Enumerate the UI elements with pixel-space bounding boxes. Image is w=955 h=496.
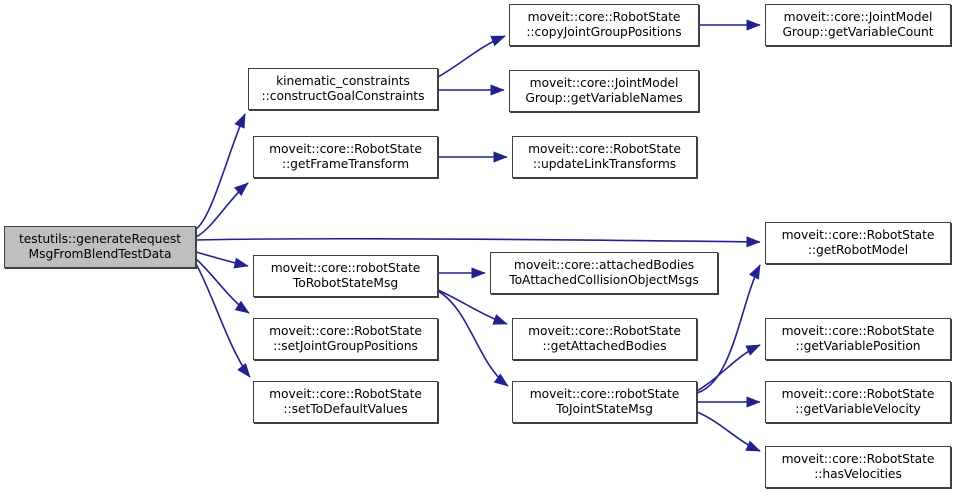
node-label-robotStateToRobotStateMsg: moveit::core::robotState ToRobotStateMsg xyxy=(270,261,421,290)
node-attachedBodiesToAttachedCollisionObjectMsgs[interactable]: moveit::core::attachedBodies ToAttachedC… xyxy=(490,252,718,294)
edge-root-to-setJointGroupPositions xyxy=(195,258,250,314)
edge-root-to-getRobotModel xyxy=(195,236,761,248)
node-label-getVariableCount: moveit::core::JointModel Group::getVaria… xyxy=(782,10,934,39)
edge-group xyxy=(195,19,761,452)
node-getVariablePosition[interactable]: moveit::core::RobotState ::getVariablePo… xyxy=(765,318,951,360)
node-constructGoalConstraints[interactable]: kinematic_constraints ::constructGoalCon… xyxy=(248,68,438,110)
node-label-setJointGroupPositions: moveit::core::RobotState ::setJointGroup… xyxy=(269,324,422,353)
node-getFrameTransform[interactable]: moveit::core::RobotState ::getFrameTrans… xyxy=(253,136,438,178)
node-robotStateToRobotStateMsg[interactable]: moveit::core::robotState ToRobotStateMsg xyxy=(253,255,438,297)
node-label-hasVelocities: moveit::core::RobotState ::hasVelocities xyxy=(781,452,935,481)
edge-robotStateToRobotStateMsg-to-getAttachedBodies xyxy=(437,289,508,325)
edge-constructGoalConstraints-to-copyJointGroupPositions xyxy=(437,35,506,78)
node-getVariableNames[interactable]: moveit::core::JointModel Group::getVaria… xyxy=(509,70,699,112)
node-getRobotModel[interactable]: moveit::core::RobotState ::getRobotModel xyxy=(765,222,951,264)
node-robotStateToJointStateMsg[interactable]: moveit::core::robotState ToJointStateMsg xyxy=(512,381,697,423)
node-label-copyJointGroupPositions: moveit::core::RobotState ::copyJointGrou… xyxy=(526,10,682,39)
node-label-getVariableNames: moveit::core::JointModel Group::getVaria… xyxy=(525,76,683,105)
node-copyJointGroupPositions[interactable]: moveit::core::RobotState ::copyJointGrou… xyxy=(509,4,699,46)
node-getVariableVelocity[interactable]: moveit::core::RobotState ::getVariableVe… xyxy=(765,381,951,423)
node-label-getFrameTransform: moveit::core::RobotState ::getFrameTrans… xyxy=(269,142,422,171)
node-root[interactable]: testutils::generateRequest MsgFromBlendT… xyxy=(4,226,196,268)
edge-root-to-getFrameTransform xyxy=(195,182,249,238)
node-label-getRobotModel: moveit::core::RobotState ::getRobotModel xyxy=(781,228,935,257)
node-label-robotStateToJointStateMsg: moveit::core::robotState ToJointStateMsg xyxy=(529,387,680,416)
edge-root-to-setToDefaultValues xyxy=(195,263,251,378)
node-updateLinkTransforms[interactable]: moveit::core::RobotState ::updateLinkTra… xyxy=(512,136,697,178)
node-label-setToDefaultValues: moveit::core::RobotState ::setToDefaultV… xyxy=(269,387,422,416)
node-hasVelocities[interactable]: moveit::core::RobotState ::hasVelocities xyxy=(765,446,951,488)
node-label-updateLinkTransforms: moveit::core::RobotState ::updateLinkTra… xyxy=(528,142,681,171)
edge-robotStateToRobotStateMsg-to-robotStateToJointStateMsg xyxy=(437,290,509,387)
node-label-getVariableVelocity: moveit::core::RobotState ::getVariableVe… xyxy=(781,387,935,416)
node-label-attachedBodiesToAttachedCollisionObjectMsgs: moveit::core::attachedBodies ToAttachedC… xyxy=(509,258,699,287)
node-getAttachedBodies[interactable]: moveit::core::RobotState ::getAttachedBo… xyxy=(512,318,697,360)
edge-robotStateToJointStateMsg-to-getRobotModel xyxy=(696,264,761,394)
edge-robotStateToJointStateMsg-to-getVariablePosition xyxy=(696,344,761,392)
node-label-getVariablePosition: moveit::core::RobotState ::getVariablePo… xyxy=(781,324,935,353)
node-label-root: testutils::generateRequest MsgFromBlendT… xyxy=(18,232,182,261)
edge-robotStateToJointStateMsg-to-hasVelocities xyxy=(696,411,761,452)
node-setToDefaultValues[interactable]: moveit::core::RobotState ::setToDefaultV… xyxy=(253,381,438,423)
edge-root-to-constructGoalConstraints xyxy=(195,113,246,230)
node-setJointGroupPositions[interactable]: moveit::core::RobotState ::setJointGroup… xyxy=(253,318,438,360)
node-label-constructGoalConstraints: kinematic_constraints ::constructGoalCon… xyxy=(261,74,425,103)
node-label-getAttachedBodies: moveit::core::RobotState ::getAttachedBo… xyxy=(528,324,681,353)
node-getVariableCount[interactable]: moveit::core::JointModel Group::getVaria… xyxy=(765,4,951,46)
edge-root-to-robotStateToRobotStateMsg xyxy=(195,251,249,269)
